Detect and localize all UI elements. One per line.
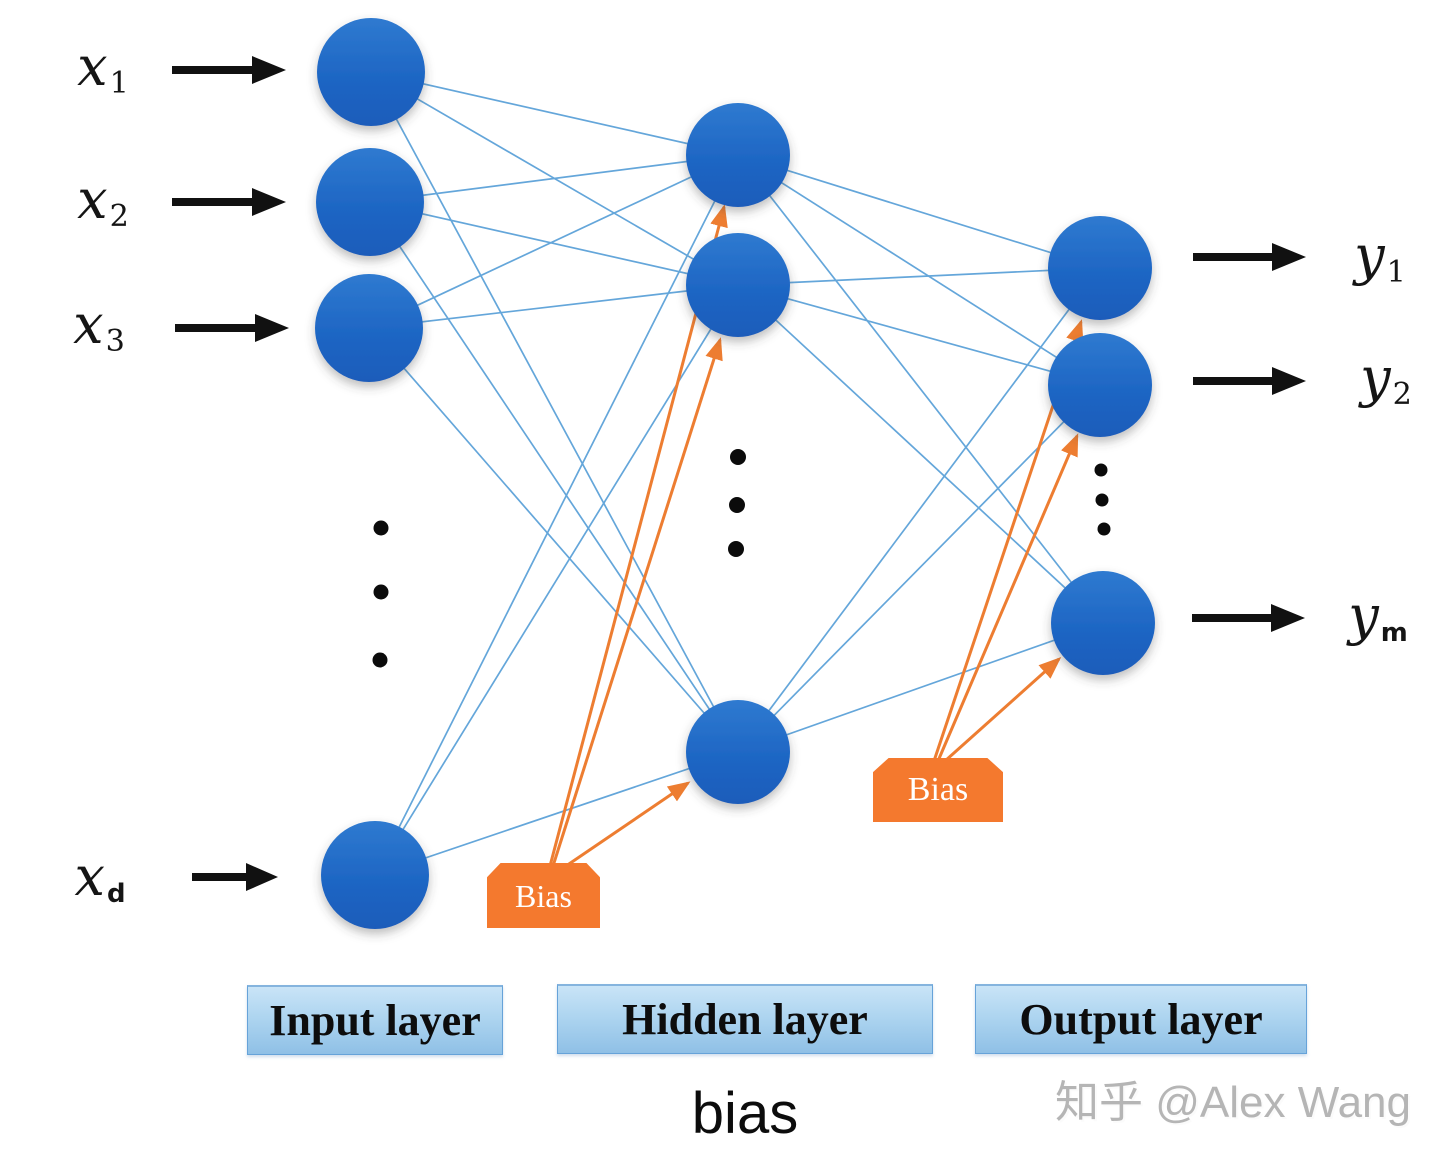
- watermark: 知乎 @Alex Wang: [1054, 1078, 1412, 1127]
- input-label-x3: x3: [73, 298, 125, 358]
- label-base: y: [1354, 224, 1385, 288]
- bias-node-output: Bias: [873, 758, 1003, 822]
- bias-label: Bias: [515, 877, 572, 914]
- label-sub: m: [1380, 618, 1408, 649]
- input-arrow-xd: [192, 863, 278, 891]
- output-arrows: [1192, 243, 1306, 632]
- output-label-y1: y1: [1354, 229, 1406, 289]
- output-node-1: [1048, 216, 1152, 320]
- label-base: y: [1360, 346, 1391, 410]
- label-sub: 2: [109, 199, 129, 235]
- input-node-2: [316, 148, 424, 256]
- bias-node-hidden: Bias: [487, 863, 600, 928]
- input-arrow-x2: [172, 188, 286, 216]
- hidden-node-3: [686, 700, 790, 804]
- input-arrow-x1: [172, 56, 286, 84]
- output-arrow-ym: [1192, 604, 1305, 632]
- input-label-x2: x2: [77, 173, 129, 233]
- label-sub: d: [106, 879, 126, 910]
- input-node-1: [317, 18, 425, 126]
- output-arrow-y2: [1193, 367, 1306, 395]
- output-node-2: [1048, 333, 1152, 437]
- input-label-xd: xd: [74, 849, 126, 910]
- label-sub: 1: [109, 66, 129, 102]
- layer-label-input: Input layer: [247, 985, 503, 1055]
- layer-label-text: Output layer: [1019, 995, 1263, 1044]
- output-arrow-y1: [1193, 243, 1306, 271]
- label-sub: 3: [105, 324, 125, 360]
- input-label-x1: x1: [77, 40, 129, 100]
- hidden-output-edges: [737, 154, 1104, 753]
- output-label-y2: y2: [1360, 351, 1412, 411]
- layer-label-hidden: Hidden layer: [557, 984, 933, 1054]
- label-sub: 1: [1386, 255, 1406, 291]
- hidden-node-1: [686, 103, 790, 207]
- label-base: x: [77, 168, 108, 232]
- input-node-3: [315, 274, 423, 382]
- bias-label: Bias: [907, 771, 969, 808]
- layer-label-text: Hidden layer: [622, 995, 868, 1044]
- ellipsis-dots: [372, 449, 1111, 668]
- label-base: x: [77, 35, 108, 99]
- label-base: x: [74, 844, 105, 908]
- input-arrows: [172, 56, 289, 891]
- input-hidden-edges: [368, 71, 739, 876]
- caption-bias: bias: [691, 1081, 799, 1146]
- input-arrow-x3: [175, 314, 289, 342]
- label-base: x: [73, 293, 104, 357]
- input-node-d: [321, 821, 429, 929]
- layer-label-output: Output layer: [975, 984, 1307, 1054]
- hidden-node-2: [686, 233, 790, 337]
- label-base: y: [1348, 583, 1379, 647]
- layer-label-text: Input layer: [269, 996, 481, 1045]
- output-label-ym: ym: [1348, 588, 1408, 649]
- label-sub: 2: [1392, 377, 1412, 413]
- output-node-m: [1051, 571, 1155, 675]
- neuron-nodes: [315, 18, 1155, 929]
